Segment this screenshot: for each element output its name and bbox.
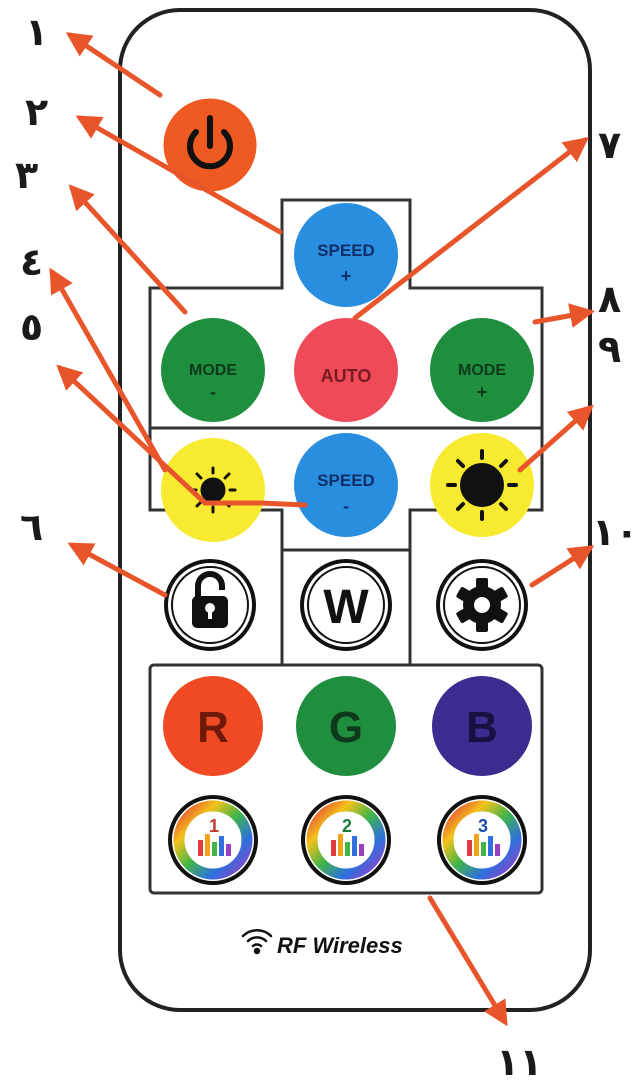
- music-mode-3-label: 3: [478, 816, 488, 836]
- speed-minus-label: SPEED: [317, 471, 375, 490]
- music-mode-2-button[interactable]: 2: [301, 795, 391, 885]
- sun-small-icon: [189, 466, 237, 514]
- red-button[interactable]: R: [163, 676, 263, 776]
- music-mode-3-button[interactable]: 3: [437, 795, 527, 885]
- speed-plus-button[interactable]: SPEED +: [294, 203, 398, 307]
- callout-label-1: ١: [25, 10, 48, 54]
- arrow-11: [427, 895, 508, 1027]
- callout-label-3: ٣: [15, 153, 38, 197]
- wifi-icon: [241, 929, 273, 955]
- mode-minus-sign: -: [210, 382, 216, 402]
- speed-minus-sign: -: [343, 496, 349, 516]
- power-icon: [187, 115, 233, 170]
- auto-button[interactable]: AUTO: [294, 318, 398, 422]
- callout-label-11: ١١: [496, 1040, 542, 1084]
- callout-label-4: ٤: [20, 240, 43, 284]
- arrow-2: [75, 115, 283, 235]
- white-label: W: [323, 581, 369, 634]
- blue-label: B: [466, 703, 498, 752]
- music-mode-icon: [331, 834, 364, 856]
- green-button[interactable]: G: [296, 676, 396, 776]
- lock-button[interactable]: [164, 559, 256, 651]
- callout-label-2: ٢: [25, 90, 48, 134]
- blue-button[interactable]: B: [432, 676, 532, 776]
- callout-arrows: [49, 32, 595, 1027]
- mode-minus-button[interactable]: MODE -: [161, 318, 265, 422]
- arrow-5: [56, 364, 308, 508]
- control-group-outline: [148, 198, 544, 552]
- callout-label-5: ٥: [20, 305, 43, 349]
- speed-minus-button[interactable]: SPEED -: [294, 433, 398, 537]
- music-mode-1-label: 1: [209, 816, 219, 836]
- arrow-9: [517, 404, 594, 473]
- music-mode-icon: [467, 834, 500, 856]
- arrow-3: [68, 184, 188, 315]
- mode-plus-label: MODE: [458, 362, 506, 379]
- color-group-outline: [148, 663, 544, 895]
- callout-label-10: ١٠: [592, 510, 638, 554]
- arrow-1: [65, 32, 163, 98]
- music-mode-2-label: 2: [342, 816, 352, 836]
- speed-plus-label: SPEED: [317, 241, 375, 260]
- gear-icon: [456, 578, 508, 632]
- arrow-7: [352, 136, 589, 321]
- callout-label-8: ٨: [598, 277, 621, 321]
- callout-label-6: ٦: [20, 505, 43, 549]
- mode-plus-button[interactable]: MODE +: [430, 318, 534, 422]
- lock-icon: [192, 571, 228, 628]
- brightness-plus-button[interactable]: [430, 433, 534, 537]
- brightness-minus-button[interactable]: [161, 438, 265, 542]
- green-label: G: [329, 703, 363, 752]
- music-mode-icon: [198, 834, 231, 856]
- power-button[interactable]: [160, 95, 260, 195]
- mode-plus-sign: +: [477, 382, 488, 402]
- music-mode-1-button[interactable]: 1: [168, 795, 258, 885]
- rf-wireless-label: RF Wireless: [277, 933, 403, 958]
- white-button[interactable]: W: [300, 559, 392, 651]
- arrow-10: [529, 545, 595, 588]
- arrow-8: [532, 303, 595, 328]
- callout-label-7: ٧: [598, 123, 621, 167]
- arrow-6: [67, 542, 168, 598]
- sun-large-icon: [446, 449, 518, 521]
- arrow-4: [49, 267, 168, 473]
- auto-label: AUTO: [321, 366, 372, 386]
- callout-label-9: ٩: [598, 327, 621, 371]
- speed-plus-sign: +: [341, 266, 352, 286]
- red-label: R: [197, 703, 229, 752]
- settings-button[interactable]: [436, 559, 528, 651]
- mode-minus-label: MODE: [189, 362, 237, 379]
